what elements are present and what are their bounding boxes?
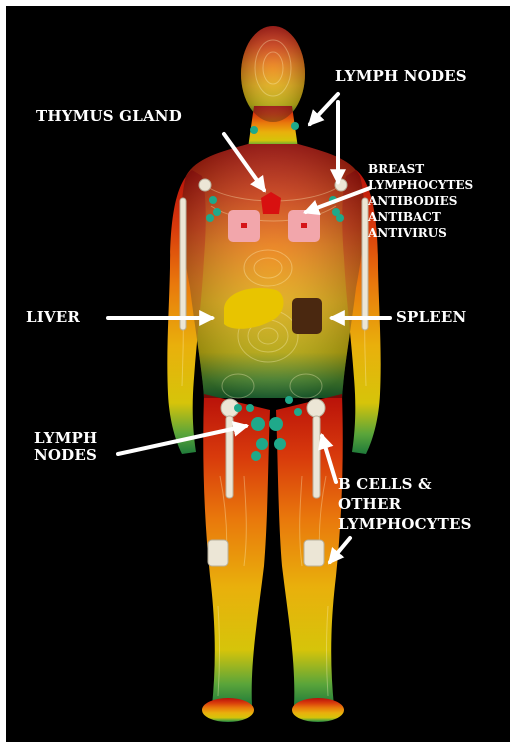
immune-system-diagram: LYMPH NODES THYMUS GLAND BREAST LYMPHOCY… xyxy=(6,6,510,742)
label-nodes-lower: NODES xyxy=(34,447,97,464)
label-breast-antivirus: ANTIVIRUS xyxy=(368,226,447,240)
label-lymph-lower: LYMPH xyxy=(34,430,97,447)
label-breast-title: BREAST xyxy=(368,162,424,176)
label-breast-lymphocytes: LYMPHOCYTES xyxy=(368,178,473,192)
label-lymph-nodes-top: LYMPH NODES xyxy=(335,68,467,85)
breast-right-center xyxy=(301,223,307,228)
label-breast-antibact: ANTIBACT xyxy=(368,210,441,224)
label-thymus-gland: THYMUS GLAND xyxy=(36,108,182,125)
label-lymphocytes: LYMPHOCYTES xyxy=(338,516,472,533)
label-b-cells: B CELLS & xyxy=(338,476,432,493)
label-breast-antibodies: ANTIBODIES xyxy=(368,194,457,208)
breast-left-center xyxy=(241,223,247,228)
label-liver: LIVER xyxy=(26,309,80,326)
label-spleen: SPLEEN xyxy=(396,309,466,326)
spleen-organ xyxy=(292,298,322,334)
label-other: OTHER xyxy=(338,496,401,513)
